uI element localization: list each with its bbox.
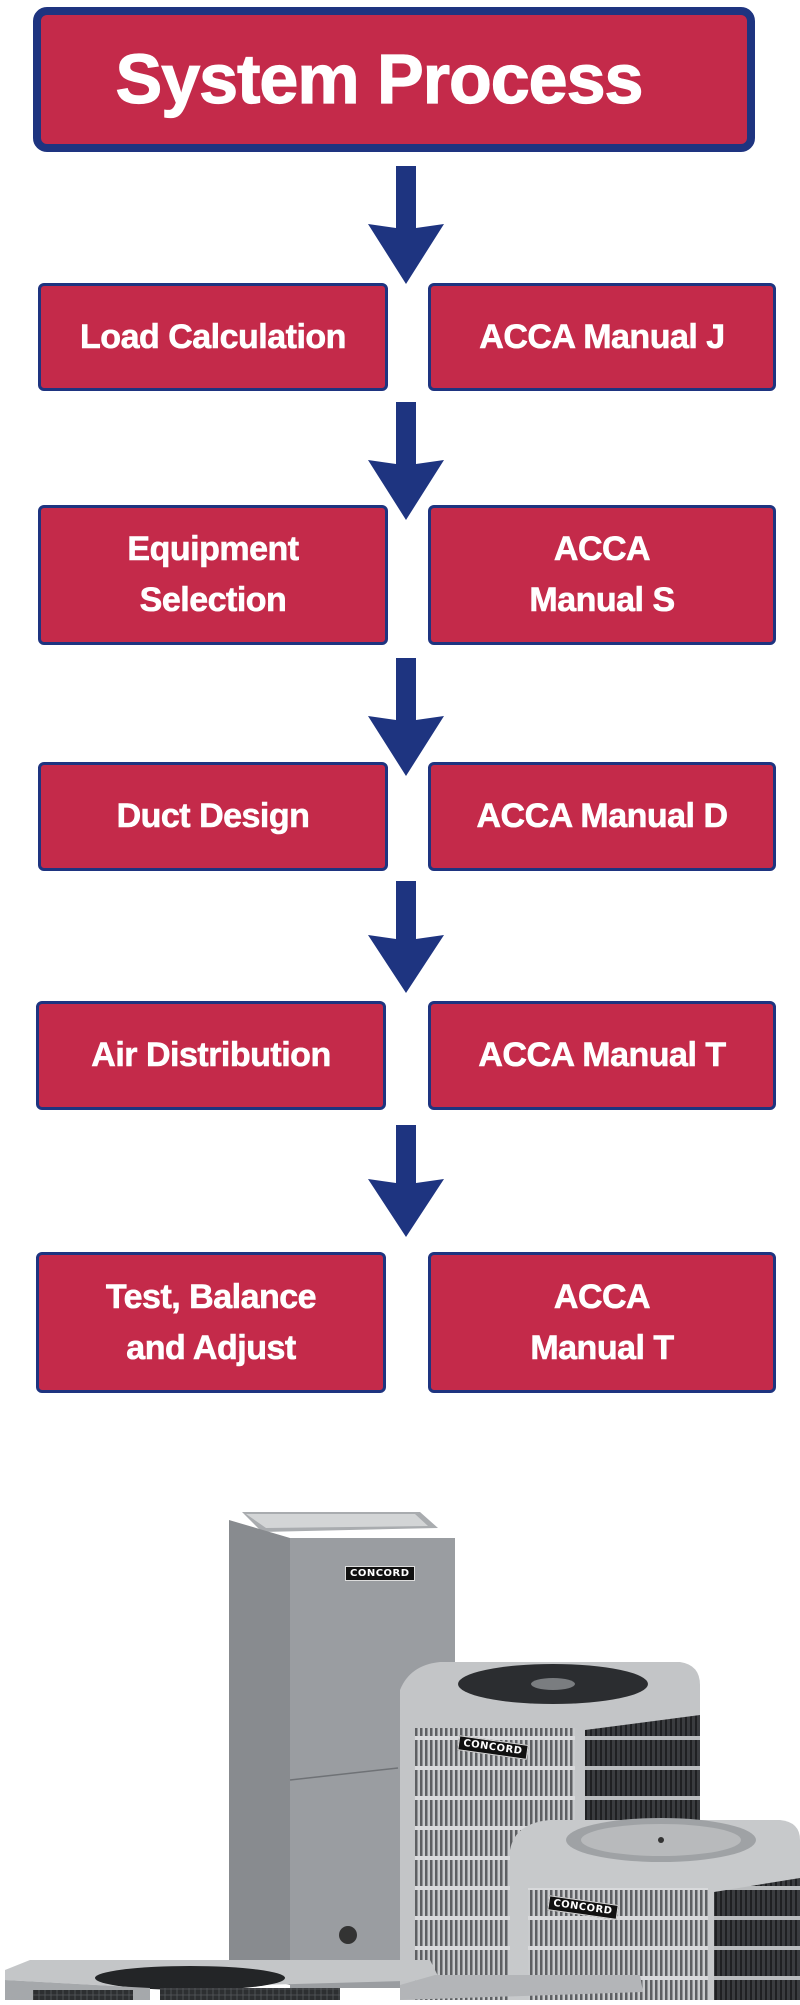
step-box-manual-j: ACCA Manual J <box>428 283 776 391</box>
arrow-down-icon <box>366 166 446 284</box>
step-standard-label: ACCA Manual D <box>476 797 728 836</box>
step-box-load-calculation: Load Calculation <box>38 283 388 391</box>
arrow-down-icon <box>366 881 446 993</box>
step-box-manual-t: ACCA Manual T <box>428 1001 776 1110</box>
step-box-air-distribution: Air Distribution <box>36 1001 386 1110</box>
step-task-label: Load Calculation <box>80 317 347 356</box>
step-box-duct-design: Duct Design <box>38 762 388 871</box>
step-task-label: Test, Balance and Adjust <box>105 1277 317 1367</box>
hvac-equipment-image: CONCORD CONCORD CONCORD <box>0 1440 800 2000</box>
hvac-equipment-illustration <box>5 1512 800 2000</box>
arrow-down-icon <box>366 402 446 520</box>
furnace-unit <box>400 1975 643 2000</box>
step-box-manual-s: ACCA Manual S <box>428 505 776 645</box>
step-task-label: Equipment Selection <box>127 530 299 620</box>
step-task-label: Duct Design <box>116 797 310 836</box>
step-box-test-balance-adjust: Test, Balance and Adjust <box>36 1252 386 1393</box>
step-standard-label: ACCA Manual T <box>478 1036 726 1075</box>
step-box-manual-t-2: ACCA Manual T <box>428 1252 776 1393</box>
arrow-down-icon <box>366 1125 446 1237</box>
concord-label: CONCORD <box>345 1566 415 1581</box>
step-standard-label: ACCA Manual J <box>479 317 725 356</box>
arrow-down-icon <box>366 658 446 776</box>
step-box-equipment-selection: Equipment Selection <box>38 505 388 645</box>
step-standard-label: ACCA Manual S <box>529 530 675 620</box>
title-box: System Process <box>33 7 755 152</box>
package-unit <box>5 1960 440 2000</box>
step-standard-label: ACCA Manual T <box>530 1277 674 1367</box>
step-box-manual-d: ACCA Manual D <box>428 762 776 871</box>
step-task-label: Air Distribution <box>91 1036 332 1075</box>
page-title: System Process <box>115 39 644 118</box>
